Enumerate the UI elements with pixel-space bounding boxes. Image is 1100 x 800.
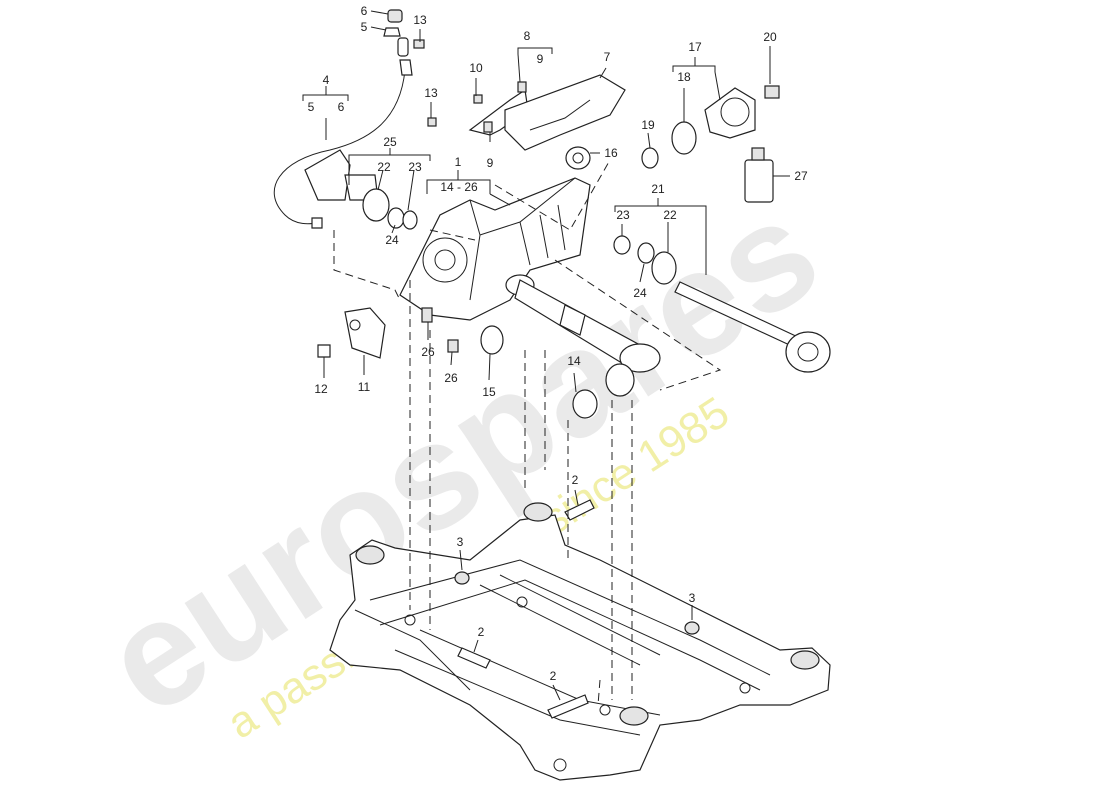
callout-2-top: 2 xyxy=(572,473,579,487)
callout-21-23: 23 xyxy=(616,208,630,222)
nut-20 xyxy=(764,85,780,99)
callout-14: 14 xyxy=(567,354,581,368)
callout-1-range: 14 - 26 xyxy=(440,180,478,194)
ring-24 xyxy=(637,242,655,264)
callout-26-a: 26 xyxy=(421,345,435,359)
seal-18 xyxy=(671,121,697,155)
callout-8-9: 9 xyxy=(537,52,544,66)
callout-13-mid: 13 xyxy=(424,86,438,100)
callout-20: 20 xyxy=(763,30,777,44)
callout-26-b: 26 xyxy=(444,371,458,385)
clip-13 xyxy=(413,39,425,49)
callout-11: 11 xyxy=(358,380,371,394)
callout-4: 4 xyxy=(323,73,330,87)
callout-2-bottom: 2 xyxy=(550,669,557,683)
callout-23: 23 xyxy=(408,160,422,174)
heat-shield xyxy=(504,74,626,151)
callout-4-5: 5 xyxy=(308,100,315,114)
callout-9: 9 xyxy=(487,156,494,170)
oil-bottle-27 xyxy=(744,159,774,203)
axle-flange xyxy=(785,331,831,373)
mount-pad-11 xyxy=(344,307,386,359)
bolt-2c xyxy=(547,694,589,719)
callout-22: 22 xyxy=(377,160,391,174)
callout-8: 8 xyxy=(524,29,531,43)
callout-24-right: 24 xyxy=(633,286,647,300)
leader-lines xyxy=(302,10,790,706)
front-left-mount xyxy=(355,545,385,565)
nut-3a xyxy=(454,571,470,585)
bolt-2b xyxy=(457,647,491,669)
front-right-mount xyxy=(523,502,553,522)
callout-17-18: 18 xyxy=(677,70,691,84)
callout-7: 7 xyxy=(604,50,611,64)
callout-16: 16 xyxy=(604,146,618,160)
callout-12: 12 xyxy=(314,382,328,396)
callout-17: 17 xyxy=(688,40,702,54)
bolt-10 xyxy=(473,94,483,104)
seal-22 xyxy=(651,251,677,285)
callout-27: 27 xyxy=(794,169,808,183)
bolt-12 xyxy=(317,344,331,358)
ring-19 xyxy=(641,147,659,169)
callout-19: 19 xyxy=(641,118,655,132)
callout-15: 15 xyxy=(482,385,496,399)
sensor-cable xyxy=(273,69,406,225)
left-seal-ring xyxy=(362,188,390,222)
left-flange-cover xyxy=(304,149,351,201)
callout-5: 5 xyxy=(361,20,368,34)
callout-labels: 4 5 6 6 5 13 13 10 8 9 9 7 25 22 23 24 1… xyxy=(308,4,808,683)
callout-6: 6 xyxy=(361,4,368,18)
flange-17 xyxy=(704,87,756,139)
axle-shaft xyxy=(674,281,831,373)
bushing-15 xyxy=(480,325,504,355)
nut-26a xyxy=(421,307,433,323)
rear-left-mount xyxy=(619,706,649,726)
subframe-outline xyxy=(329,514,831,781)
callout-1: 1 xyxy=(455,155,462,169)
callout-21-22: 22 xyxy=(663,208,677,222)
callout-25: 25 xyxy=(383,135,397,149)
rear-right-mount xyxy=(790,650,820,670)
callout-24-left: 24 xyxy=(385,233,399,247)
nut-3b xyxy=(684,621,700,635)
callout-2-mid: 2 xyxy=(478,625,485,639)
small-parts xyxy=(317,39,780,719)
left-flange-group xyxy=(304,149,418,230)
cable-cap xyxy=(387,9,403,23)
callout-21: 21 xyxy=(651,182,665,196)
callout-13-top: 13 xyxy=(413,13,427,27)
bushing-14 xyxy=(572,389,598,419)
bolt-13b xyxy=(427,117,437,127)
bracket-and-shield xyxy=(468,74,626,151)
callout-3-right: 3 xyxy=(689,591,696,605)
nut-26b xyxy=(447,339,459,353)
speed-sensor-cable xyxy=(273,9,413,229)
callout-10: 10 xyxy=(469,61,483,75)
callout-3-left: 3 xyxy=(457,535,464,549)
bushing-16 xyxy=(565,146,591,170)
cable-connector xyxy=(397,37,409,57)
ring-23 xyxy=(613,235,631,255)
drive-shaft xyxy=(514,279,661,373)
callout-4-6: 6 xyxy=(338,100,345,114)
